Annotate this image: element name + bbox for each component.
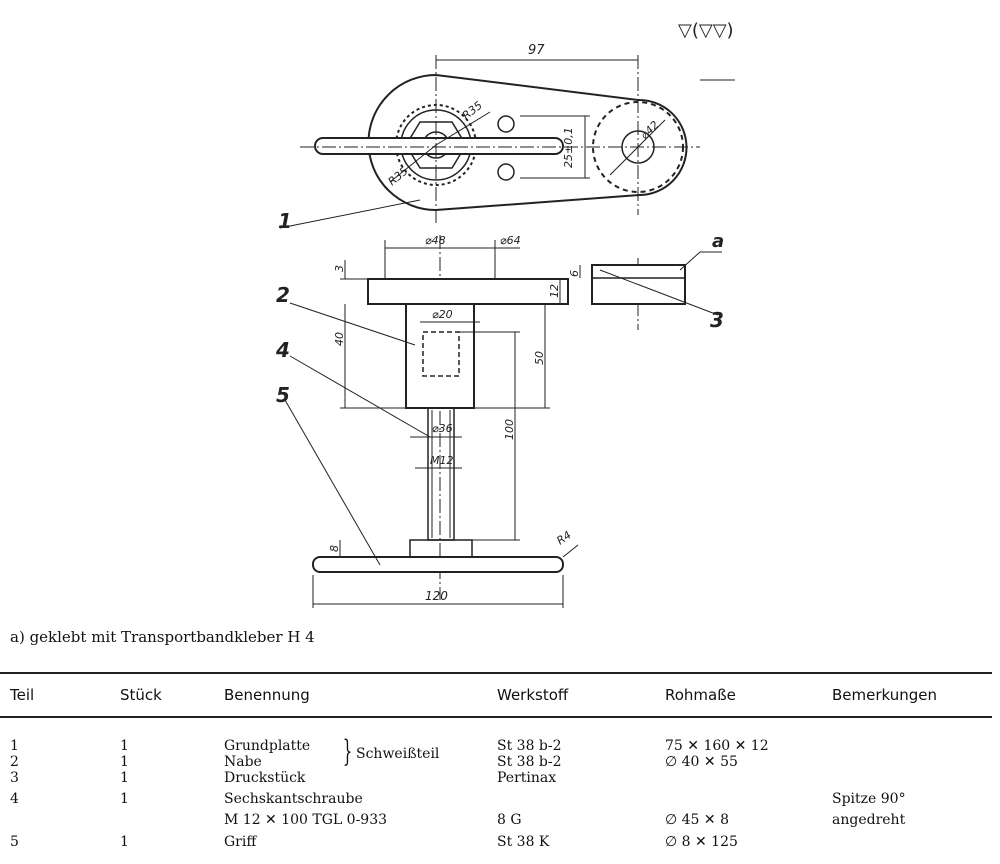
handle-bar-top (314, 137, 564, 155)
cell-rohmasse: ∅ 40 ✕ 55 (665, 754, 738, 770)
technical-drawing: ▽(▽▽) 97 R35 R35 25±0,1 ⌀42 ⌀48 ⌀64 3 6 … (275, 20, 735, 608)
cell-werkstoff: St 38 K (497, 834, 550, 850)
cell-benennung: Sechskantschraube (224, 791, 363, 807)
dim-48: ⌀48 (425, 234, 446, 247)
table-header-rule (0, 716, 992, 718)
part-label-a: a (712, 231, 724, 252)
cell-stueck: 1 (120, 834, 129, 850)
dim-m12: M12 (430, 454, 454, 467)
cell-benennung: Grundplatte (224, 738, 311, 754)
dim-100: 100 (503, 419, 516, 440)
base-plate-side (367, 278, 569, 305)
cell-stueck: 1 (120, 754, 129, 770)
handle-bar-side (312, 556, 564, 573)
header-rohmasse: Rohmaße (665, 686, 736, 704)
top-view (314, 73, 688, 212)
part-label-5: 5 (276, 383, 290, 407)
hub-side (405, 303, 475, 409)
cell-teil: 3 (10, 770, 19, 786)
dim-97: 97 (528, 43, 545, 58)
cell-werkstoff: 8 G (497, 812, 522, 828)
cell-stueck: 1 (120, 738, 129, 754)
table-top-rule (0, 672, 992, 674)
part-label-4: 4 (275, 338, 290, 362)
header-teil: Teil (10, 686, 35, 704)
header-stueck: Stück (120, 686, 162, 704)
dim-8: 8 (328, 545, 341, 552)
cell-teil: 5 (10, 834, 19, 850)
cell-teil: 4 (10, 791, 19, 807)
cell-teil: 1 (10, 738, 19, 754)
header-werkstoff: Werkstoff (497, 686, 569, 704)
dim-12: 12 (548, 284, 561, 298)
cell-werkstoff: St 38 b-2 (497, 754, 562, 770)
part-label-2: 2 (276, 283, 290, 307)
dim-42: ⌀42 (638, 118, 662, 142)
dim-6: 6 (568, 270, 581, 277)
cell-benennung: Griff (224, 834, 257, 850)
cell-bemerkung: Spitze 90° (832, 791, 906, 807)
dim-r35a: R35 (460, 99, 485, 123)
dim-40: 40 (333, 332, 346, 346)
surface-symbol: ▽(▽▽) (678, 20, 734, 41)
base-plate-outline (367, 73, 688, 212)
dim-120: 120 (425, 589, 448, 603)
dim-r4: R4 (554, 528, 573, 547)
header-benennung: Benennung (224, 686, 310, 704)
dim-50: 50 (533, 351, 546, 365)
weld-note: Schweißteil (356, 746, 440, 762)
hub-bore (422, 331, 460, 377)
bolt-hole (497, 163, 515, 181)
dim-25: 25±0,1 (562, 127, 575, 168)
cell-stueck: 1 (120, 770, 129, 786)
side-view (312, 264, 686, 573)
part-label-3: 3 (710, 308, 724, 332)
cell-rohmasse: ∅ 8 ✕ 125 (665, 834, 738, 850)
cell-werkstoff: St 38 b-2 (497, 738, 562, 754)
bolt-hole (497, 115, 515, 133)
cell-rohmasse: 75 ✕ 160 ✕ 12 (665, 738, 769, 754)
cell-bemerkung: angedreht (832, 812, 906, 828)
cell-teil: 2 (10, 754, 19, 770)
part-label-1: 1 (278, 209, 292, 233)
cell-stueck: 1 (120, 791, 129, 807)
header-bemerkungen: Bemerkungen (832, 686, 938, 704)
weld-brace: } (342, 734, 353, 769)
drawing-caption: a) geklebt mit Transportbandkleber H 4 (10, 628, 315, 646)
cell-benennung: Druckstück (224, 770, 306, 786)
cell-werkstoff: Pertinax (497, 770, 557, 786)
screw-head (409, 539, 473, 558)
cell-benennung: Nabe (224, 754, 262, 770)
cell-benennung: M 12 ✕ 100 TGL 0-933 (224, 812, 388, 828)
cell-rohmasse: ∅ 45 ✕ 8 (665, 812, 729, 828)
dim-64: ⌀64 (500, 234, 521, 247)
dim-36: ⌀36 (432, 422, 453, 435)
dim-20: ⌀20 (432, 308, 453, 321)
dim-3: 3 (333, 265, 346, 272)
